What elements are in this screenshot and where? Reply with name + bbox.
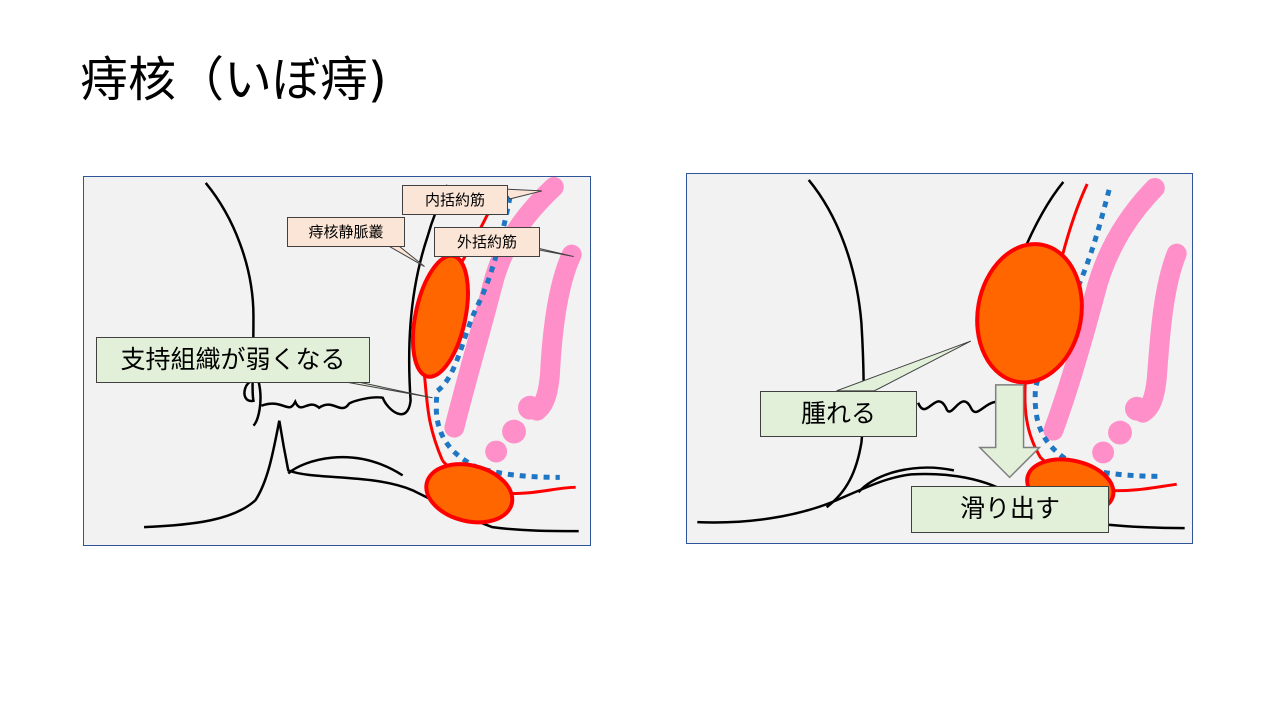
- swollen-internal-hemorrhoid: [975, 242, 1084, 385]
- label-support-weakens: 支持組織が弱くなる: [96, 337, 370, 383]
- external-sphincter-pink: [1132, 243, 1187, 423]
- lower-outline: [143, 420, 579, 533]
- page-title: 痔核（いぼ痔): [80, 52, 387, 108]
- internal-sphincter-pink: [444, 177, 564, 438]
- label-external-sphincter: 外括約筋: [434, 227, 540, 257]
- mucosa-red-line: [1058, 183, 1089, 264]
- right-diagram-panel: 腫れる 滑り出す: [686, 173, 1193, 544]
- pointer-swell: [836, 340, 972, 392]
- dotted-submucosa-line: [433, 196, 560, 480]
- anal-canal-outline: [807, 179, 865, 509]
- lower-outline: [697, 466, 1185, 530]
- left-diagram-panel: 内括約筋 痔核静脈叢 外括約筋 支持組織が弱くなる: [83, 176, 591, 546]
- sphincter-bead-3: [1092, 441, 1115, 464]
- label-internal-sphincter: 内括約筋: [402, 185, 508, 215]
- downward-arrow: [977, 384, 1042, 479]
- right-anatomy-diagram: [697, 177, 1187, 530]
- internal-sphincter-pink: [1043, 177, 1165, 441]
- external-sphincter-pink: [526, 244, 582, 421]
- sphincter-bead-1: [1124, 396, 1149, 421]
- label-hemorrhoidal-plexus: 痔核静脈叢: [287, 217, 405, 247]
- sphincter-bead-2: [502, 419, 526, 444]
- sphincter-bead-2: [1108, 420, 1132, 445]
- sphincter-bead-3: [485, 440, 508, 463]
- label-swell: 腫れる: [760, 391, 917, 437]
- sphincter-bead-1: [518, 395, 542, 420]
- external-hemorrhoid: [424, 462, 515, 525]
- mucosa-folds-outline: [916, 400, 1007, 414]
- anal-canal-outline: [204, 182, 449, 427]
- label-slide-out: 滑り出す: [911, 486, 1109, 533]
